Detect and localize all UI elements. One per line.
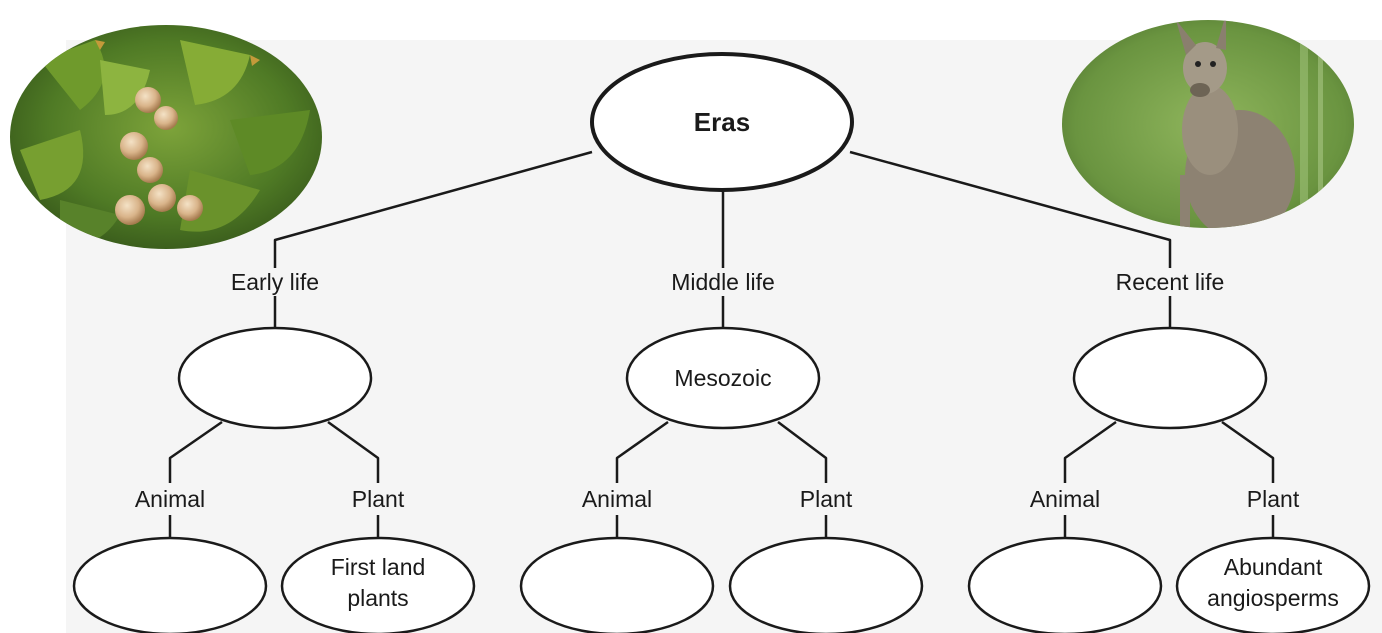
animal-label-middle: Animal xyxy=(582,486,652,512)
leaf-text-early-plant-line1: First land xyxy=(331,554,426,580)
era-label-middle: Mesozoic xyxy=(674,365,771,391)
branch-label-middle-life: Middle life xyxy=(671,269,775,295)
root-label: Eras xyxy=(694,107,750,137)
ginkgo-photo xyxy=(10,25,322,249)
leaf-text-early-plant-line2: plants xyxy=(347,585,408,611)
leaf-node-recent-plant: Abundant angiosperms xyxy=(1175,536,1371,633)
leaf-node-middle-animal xyxy=(519,536,715,633)
plant-label-early: Plant xyxy=(352,486,405,512)
leaf-node-early-animal xyxy=(72,536,268,633)
era-node-early xyxy=(177,326,373,430)
leaf-node-recent-animal xyxy=(967,536,1163,633)
leaf-node-middle-plant xyxy=(728,536,924,633)
era-node-middle: Mesozoic xyxy=(625,326,821,430)
root-node: Eras xyxy=(590,52,854,192)
plant-label-recent: Plant xyxy=(1247,486,1300,512)
leaf-node-early-plant: First land plants xyxy=(280,536,476,633)
branch-label-early-life: Early life xyxy=(231,269,319,295)
leaf-text-recent-plant-line2: angiosperms xyxy=(1207,585,1339,611)
kangaroo-photo xyxy=(1062,20,1354,228)
animal-label-early: Animal xyxy=(135,486,205,512)
animal-label-recent: Animal xyxy=(1030,486,1100,512)
branch-label-recent-life: Recent life xyxy=(1116,269,1225,295)
era-node-recent xyxy=(1072,326,1268,430)
connector-lines xyxy=(168,150,1275,543)
plant-label-middle: Plant xyxy=(800,486,853,512)
leaf-text-recent-plant-line1: Abundant xyxy=(1224,554,1323,580)
